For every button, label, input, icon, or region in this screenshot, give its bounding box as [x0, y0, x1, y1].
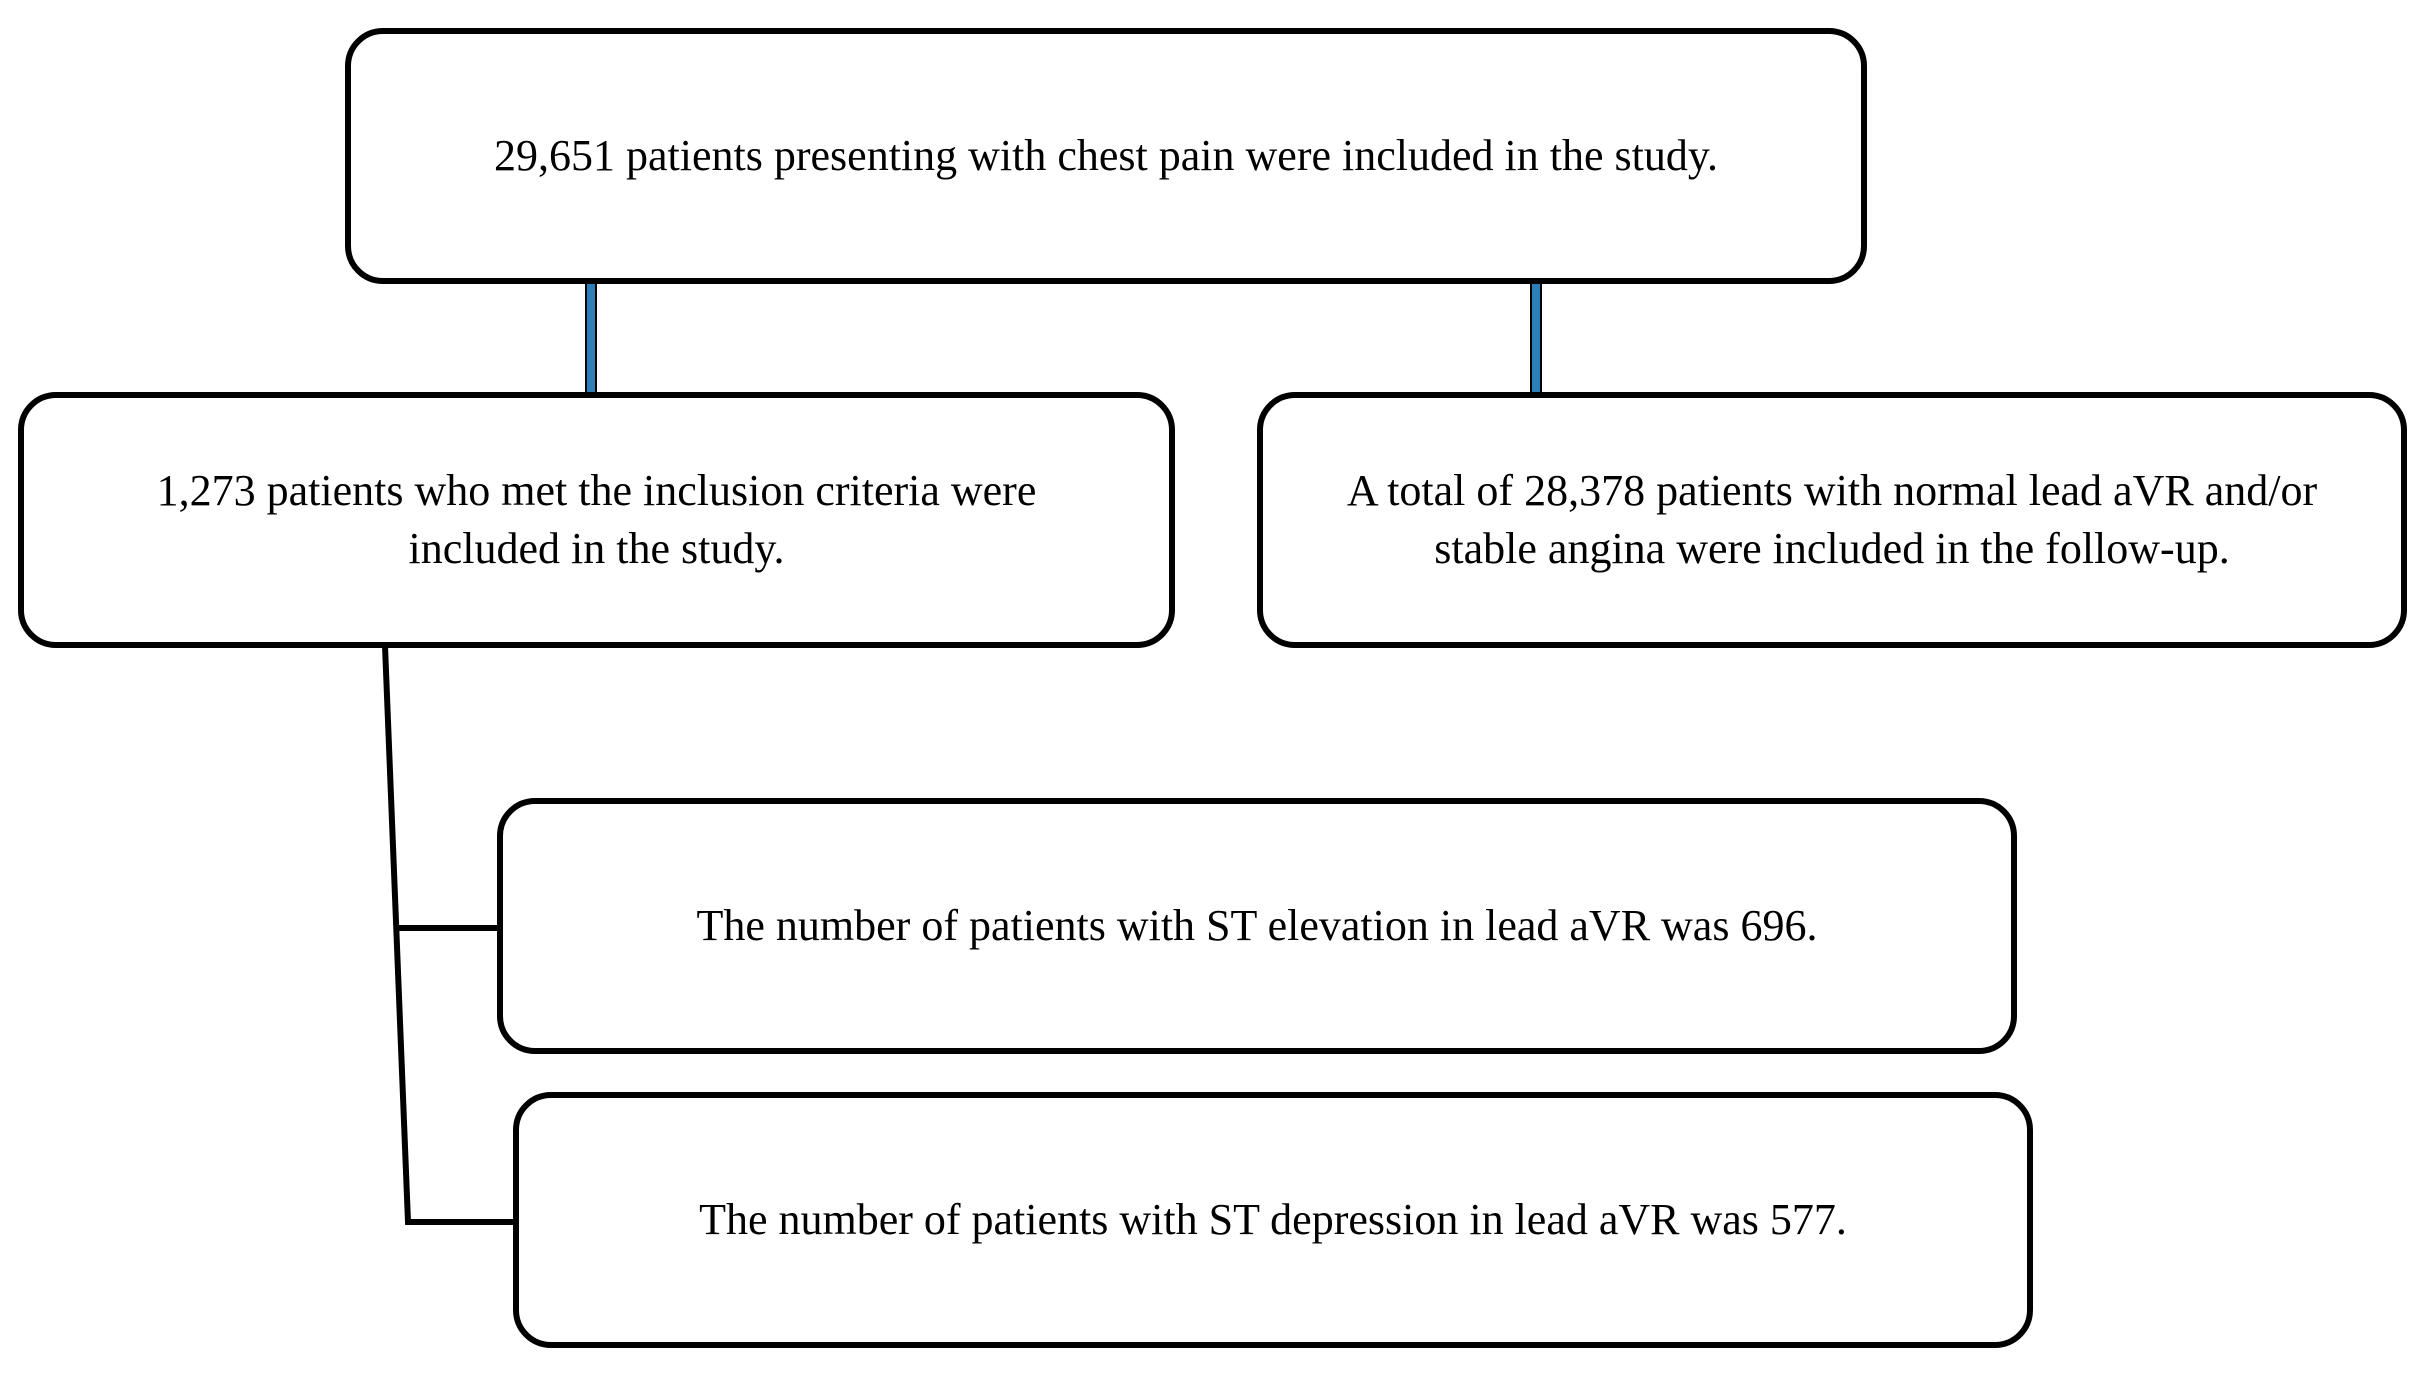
- st-depression-box: The number of patients with ST depressio…: [513, 1092, 2033, 1348]
- st-elevation-text: The number of patients with ST elevation…: [696, 901, 1818, 950]
- st-elevation-box: The number of patients with ST elevation…: [497, 798, 2017, 1054]
- connector-included-to-subgroups: [382, 645, 513, 1225]
- connector-total-to-included: [585, 281, 597, 395]
- included-patients-box: 1,273 patients who met the inclusion cri…: [18, 392, 1175, 648]
- followup-patients-box: A total of 28,378 patients with normal l…: [1257, 392, 2407, 648]
- included-patients-text: 1,273 patients who met the inclusion cri…: [156, 466, 1037, 573]
- followup-patients-text: A total of 28,378 patients with normal l…: [1346, 466, 2318, 573]
- total-patients-text: 29,651 patients presenting with chest pa…: [494, 131, 1718, 180]
- st-depression-text: The number of patients with ST depressio…: [699, 1195, 1847, 1244]
- connector-total-to-followup: [1530, 281, 1542, 395]
- total-patients-box: 29,651 patients presenting with chest pa…: [345, 28, 1867, 284]
